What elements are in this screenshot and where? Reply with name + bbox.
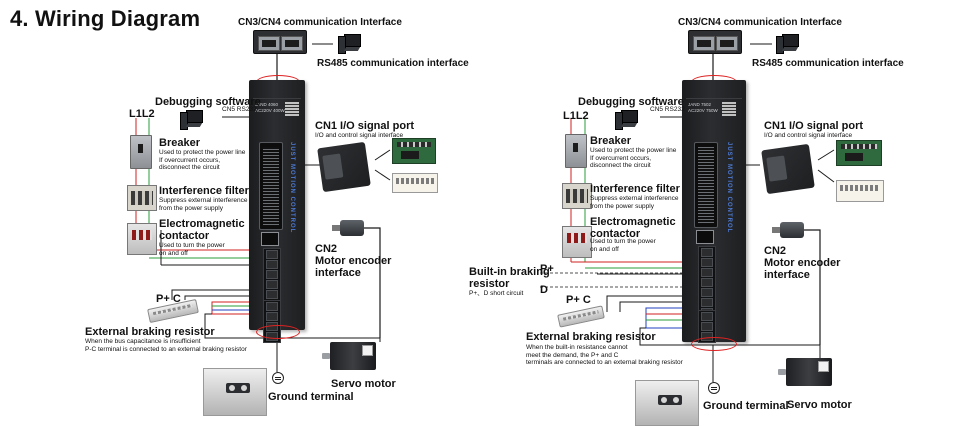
- cn2-port-icon: [696, 230, 714, 244]
- pc-terminal-label: P+ C: [566, 294, 591, 306]
- contactor-icon: [127, 223, 157, 255]
- motor-terminal-block: [698, 310, 716, 343]
- encoder-plug-icon: [332, 220, 364, 236]
- brand-label: JUST MOTION CONTROL: [289, 142, 295, 234]
- brand-label: JUST MOTION CONTROL: [726, 142, 732, 234]
- highlight-ellipse: [256, 325, 300, 339]
- ground-terminal-photo: [203, 368, 267, 416]
- qr-code-icon: [285, 102, 299, 116]
- pc-terminal-label: P+ C: [156, 293, 181, 305]
- cn1-label: CN1 I/O signal port: [315, 120, 415, 132]
- highlight-ellipse: [691, 337, 737, 351]
- cn3-cn4-label: CN3/CN4 communication Interface: [238, 17, 402, 28]
- cn1-description: I/O and control signal interface: [764, 132, 853, 139]
- debugging-software-label: Debugging software: [155, 96, 261, 108]
- terminal-board-icon: [836, 140, 882, 166]
- cn2-port-icon: [261, 232, 279, 246]
- rs485-label: RS485 communication interface: [317, 58, 469, 69]
- breaker-icon: [565, 134, 587, 168]
- l1l2-label: L1L2: [129, 108, 155, 120]
- servo-motor-icon: [778, 358, 832, 386]
- debugging-software-label: Debugging software: [578, 96, 684, 108]
- ground-terminal-label: Ground terminal: [268, 391, 354, 403]
- rs485-label: RS485 communication interface: [752, 58, 904, 69]
- ground-terminal-label: Ground terminal: [703, 400, 789, 412]
- cn3-cn4-label: CN3/CN4 communication Interface: [678, 17, 842, 28]
- l1l2-label: L1L2: [563, 110, 589, 122]
- page-title: 4. Wiring Diagram: [10, 6, 201, 31]
- ground-symbol-icon: [272, 372, 284, 384]
- ethernet-port-icon: [253, 30, 307, 54]
- qr-code-icon: [722, 102, 736, 116]
- computer-icon: [776, 34, 799, 54]
- interference-filter-label: Interference filter: [590, 183, 680, 195]
- terminal-board-icon: [392, 138, 436, 164]
- external-resistor-label: External braking resistor: [526, 331, 656, 343]
- cn1-label: CN1 I/O signal port: [764, 120, 864, 132]
- encoder-plug-icon: [772, 222, 804, 238]
- cn1-connector-icon: [259, 142, 283, 230]
- cn1-description: I/O and control signal interface: [315, 132, 404, 139]
- d-label: D: [540, 284, 548, 296]
- servo-motor-icon: [322, 342, 376, 370]
- interference-filter-icon: [562, 183, 592, 209]
- io-connector-icon: [761, 143, 815, 195]
- ground-terminal-photo: [635, 380, 699, 426]
- servo-motor-label: Servo motor: [787, 399, 852, 411]
- interference-filter-label: Interference filter: [159, 185, 249, 197]
- cn5-label: CN5 RS232: [222, 106, 257, 113]
- external-resistor-label: External braking resistor: [85, 326, 215, 338]
- ethernet-port-icon: [688, 30, 742, 54]
- computer-icon: [338, 34, 361, 54]
- io-connector-icon: [317, 141, 371, 193]
- p-plus-label: P+: [540, 263, 554, 275]
- cn5-label: CN5 RS232: [650, 106, 685, 113]
- interference-filter-icon: [127, 185, 157, 211]
- servo-motor-label: Servo motor: [331, 378, 396, 390]
- terminal-board-icon: [392, 173, 438, 193]
- computer-icon: [615, 110, 638, 130]
- breaker-icon: [130, 135, 152, 169]
- breaker-label: Breaker: [590, 135, 631, 147]
- contactor-icon: [562, 226, 592, 258]
- breaker-label: Breaker: [159, 137, 200, 149]
- builtin-resistor-description: P+、D short circuit: [469, 290, 524, 297]
- external-resistor-description: When the bus capacitance is insufficient…: [85, 338, 247, 353]
- cn1-connector-icon: [694, 142, 718, 228]
- ground-symbol-icon: [708, 382, 720, 394]
- computer-icon: [180, 110, 203, 130]
- terminal-board-icon: [836, 180, 884, 202]
